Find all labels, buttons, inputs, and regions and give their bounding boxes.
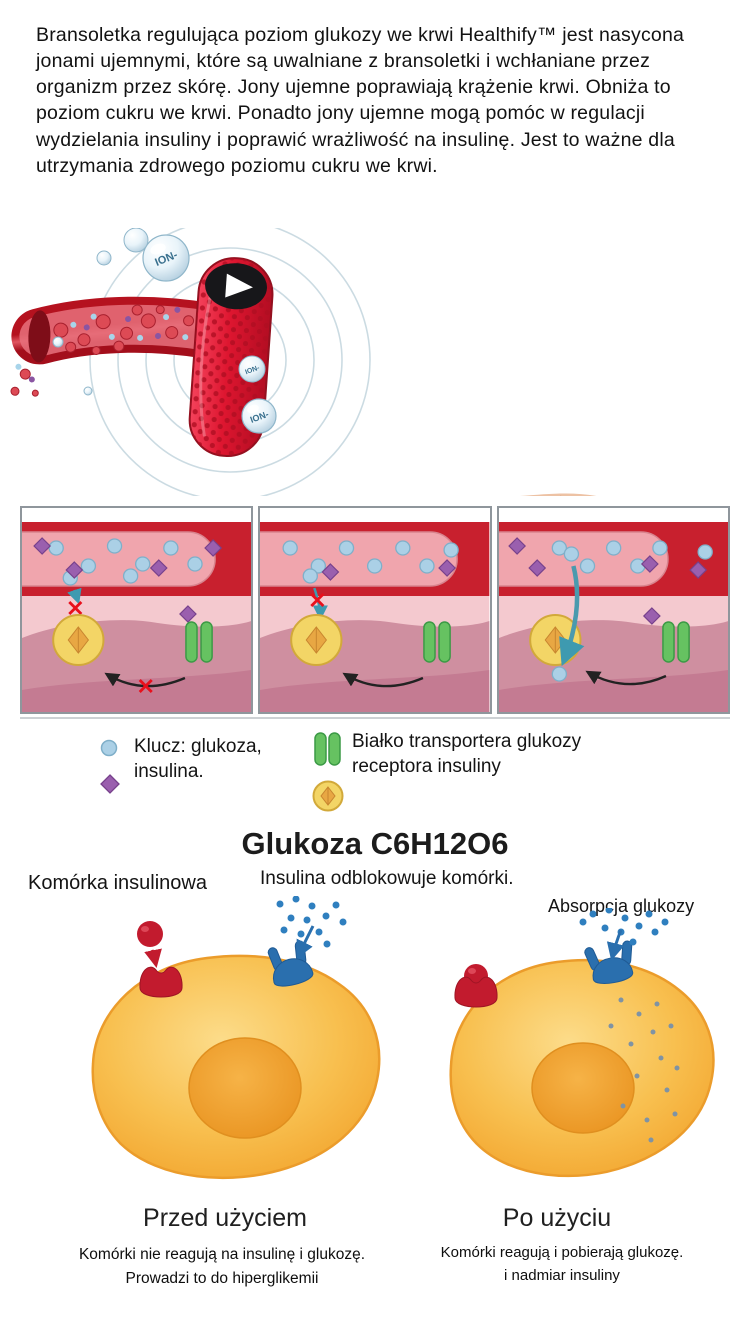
legend-key-label: Klucz: glukoza, insulina.: [134, 736, 262, 783]
glucose-spray: [579, 908, 669, 946]
arrow-right-icon: [225, 273, 253, 298]
glucose-entry-arrow: [558, 565, 585, 667]
after-caption: Komórki reagują i pobierają glukozę. i n…: [412, 1241, 712, 1288]
blocked-x-icon: [68, 601, 83, 615]
ion-label: ION-: [244, 364, 261, 376]
vessel-ion-dots: [15, 306, 189, 383]
insulin-receptor-icon: [312, 780, 344, 812]
before-caption-line-2: Prowadzi to do hiperglikemii: [125, 1270, 319, 1288]
after-title: Po użyciu: [502, 1204, 612, 1232]
intro-paragraph: Bransoletka regulująca poziom glukozy we…: [36, 24, 685, 177]
mechanism-panel-1: [20, 506, 254, 714]
glucose-spray: [276, 896, 347, 948]
transporter-protein-icon: [314, 732, 341, 766]
cell-before-illustration: [91, 896, 381, 1180]
mechanism-panel-3: [496, 506, 730, 714]
insulin-diamond: [642, 607, 661, 625]
insulin-diamond: [179, 605, 197, 623]
blue-receptor-open-icon: [579, 908, 669, 984]
absorbed-glucose-dots: [608, 997, 680, 1143]
glucose-dots: [282, 540, 460, 584]
mechanism-panel-2: [258, 506, 492, 714]
glucose-title: Glukoza C6H12O6: [241, 826, 509, 861]
transporter-protein-icon: [185, 621, 213, 663]
glucose-icon: [100, 739, 118, 757]
panel-1-illustration: [22, 522, 252, 712]
ion-bubble-right-2: ION-: [241, 398, 277, 434]
cell-nucleus: [188, 1037, 302, 1139]
blood-vessel: [10, 296, 236, 397]
insulin-diamonds: [507, 537, 707, 579]
ion-bubble-small: [52, 228, 149, 396]
cell-after-illustration: [449, 908, 715, 1178]
insulin-diamonds: [321, 559, 457, 581]
blocked-x-icon: [138, 679, 153, 693]
ion-bubble-large: ION-: [142, 234, 190, 282]
legend-transporter-label: Białko transportera glukozy receptora in…: [352, 731, 582, 778]
transporter-protein-icon: [423, 621, 452, 663]
red-receptor-docked-icon: [454, 964, 498, 1008]
ion-bubble-right-1: ION-: [238, 355, 266, 383]
label-insulin-unlocks: Insulina odblokowuje komórki.: [260, 868, 514, 889]
blocked-x-icon: [310, 593, 325, 607]
red-receptor-icon: [137, 921, 183, 998]
label-glucose-absorption: Absorpcja glukozy: [548, 896, 695, 916]
insulin-receptor-icon: [290, 614, 343, 666]
blood-cells: [10, 304, 195, 397]
after-caption-line-2: i nadmiar insuliny: [504, 1267, 620, 1285]
before-caption: Komórki nie reagują na insulinę i glukoz…: [22, 1243, 422, 1291]
after-caption-line-1: Komórki reagują i pobierają glukozę.: [440, 1244, 684, 1261]
section-divider: [20, 717, 730, 719]
before-title: Przed użyciem: [143, 1204, 307, 1232]
insulin-receptor-icon: [52, 614, 105, 666]
glucose-dots: [551, 540, 713, 574]
arm-hand: [519, 493, 596, 496]
blue-receptor-icon: [267, 896, 347, 987]
insulin-ball: [137, 921, 163, 947]
insulin-diamonds: [33, 537, 223, 579]
insulin-icon: [100, 774, 120, 794]
bracelet-wrist-illustration: ION- ION- ION-: [10, 228, 596, 496]
panel-2-illustration: [260, 522, 490, 712]
mechanism-panels: [20, 506, 730, 714]
transporter-protein-icon: [661, 621, 690, 663]
before-caption-line-1: Komórki nie reagują na insulinę i glukoz…: [78, 1246, 366, 1263]
cell-nucleus: [531, 1042, 635, 1134]
absorbed-glucose-dot: [551, 666, 567, 682]
panel-3-illustration: [498, 522, 728, 712]
label-insulin-cell: Komórka insulinowa: [28, 872, 207, 894]
